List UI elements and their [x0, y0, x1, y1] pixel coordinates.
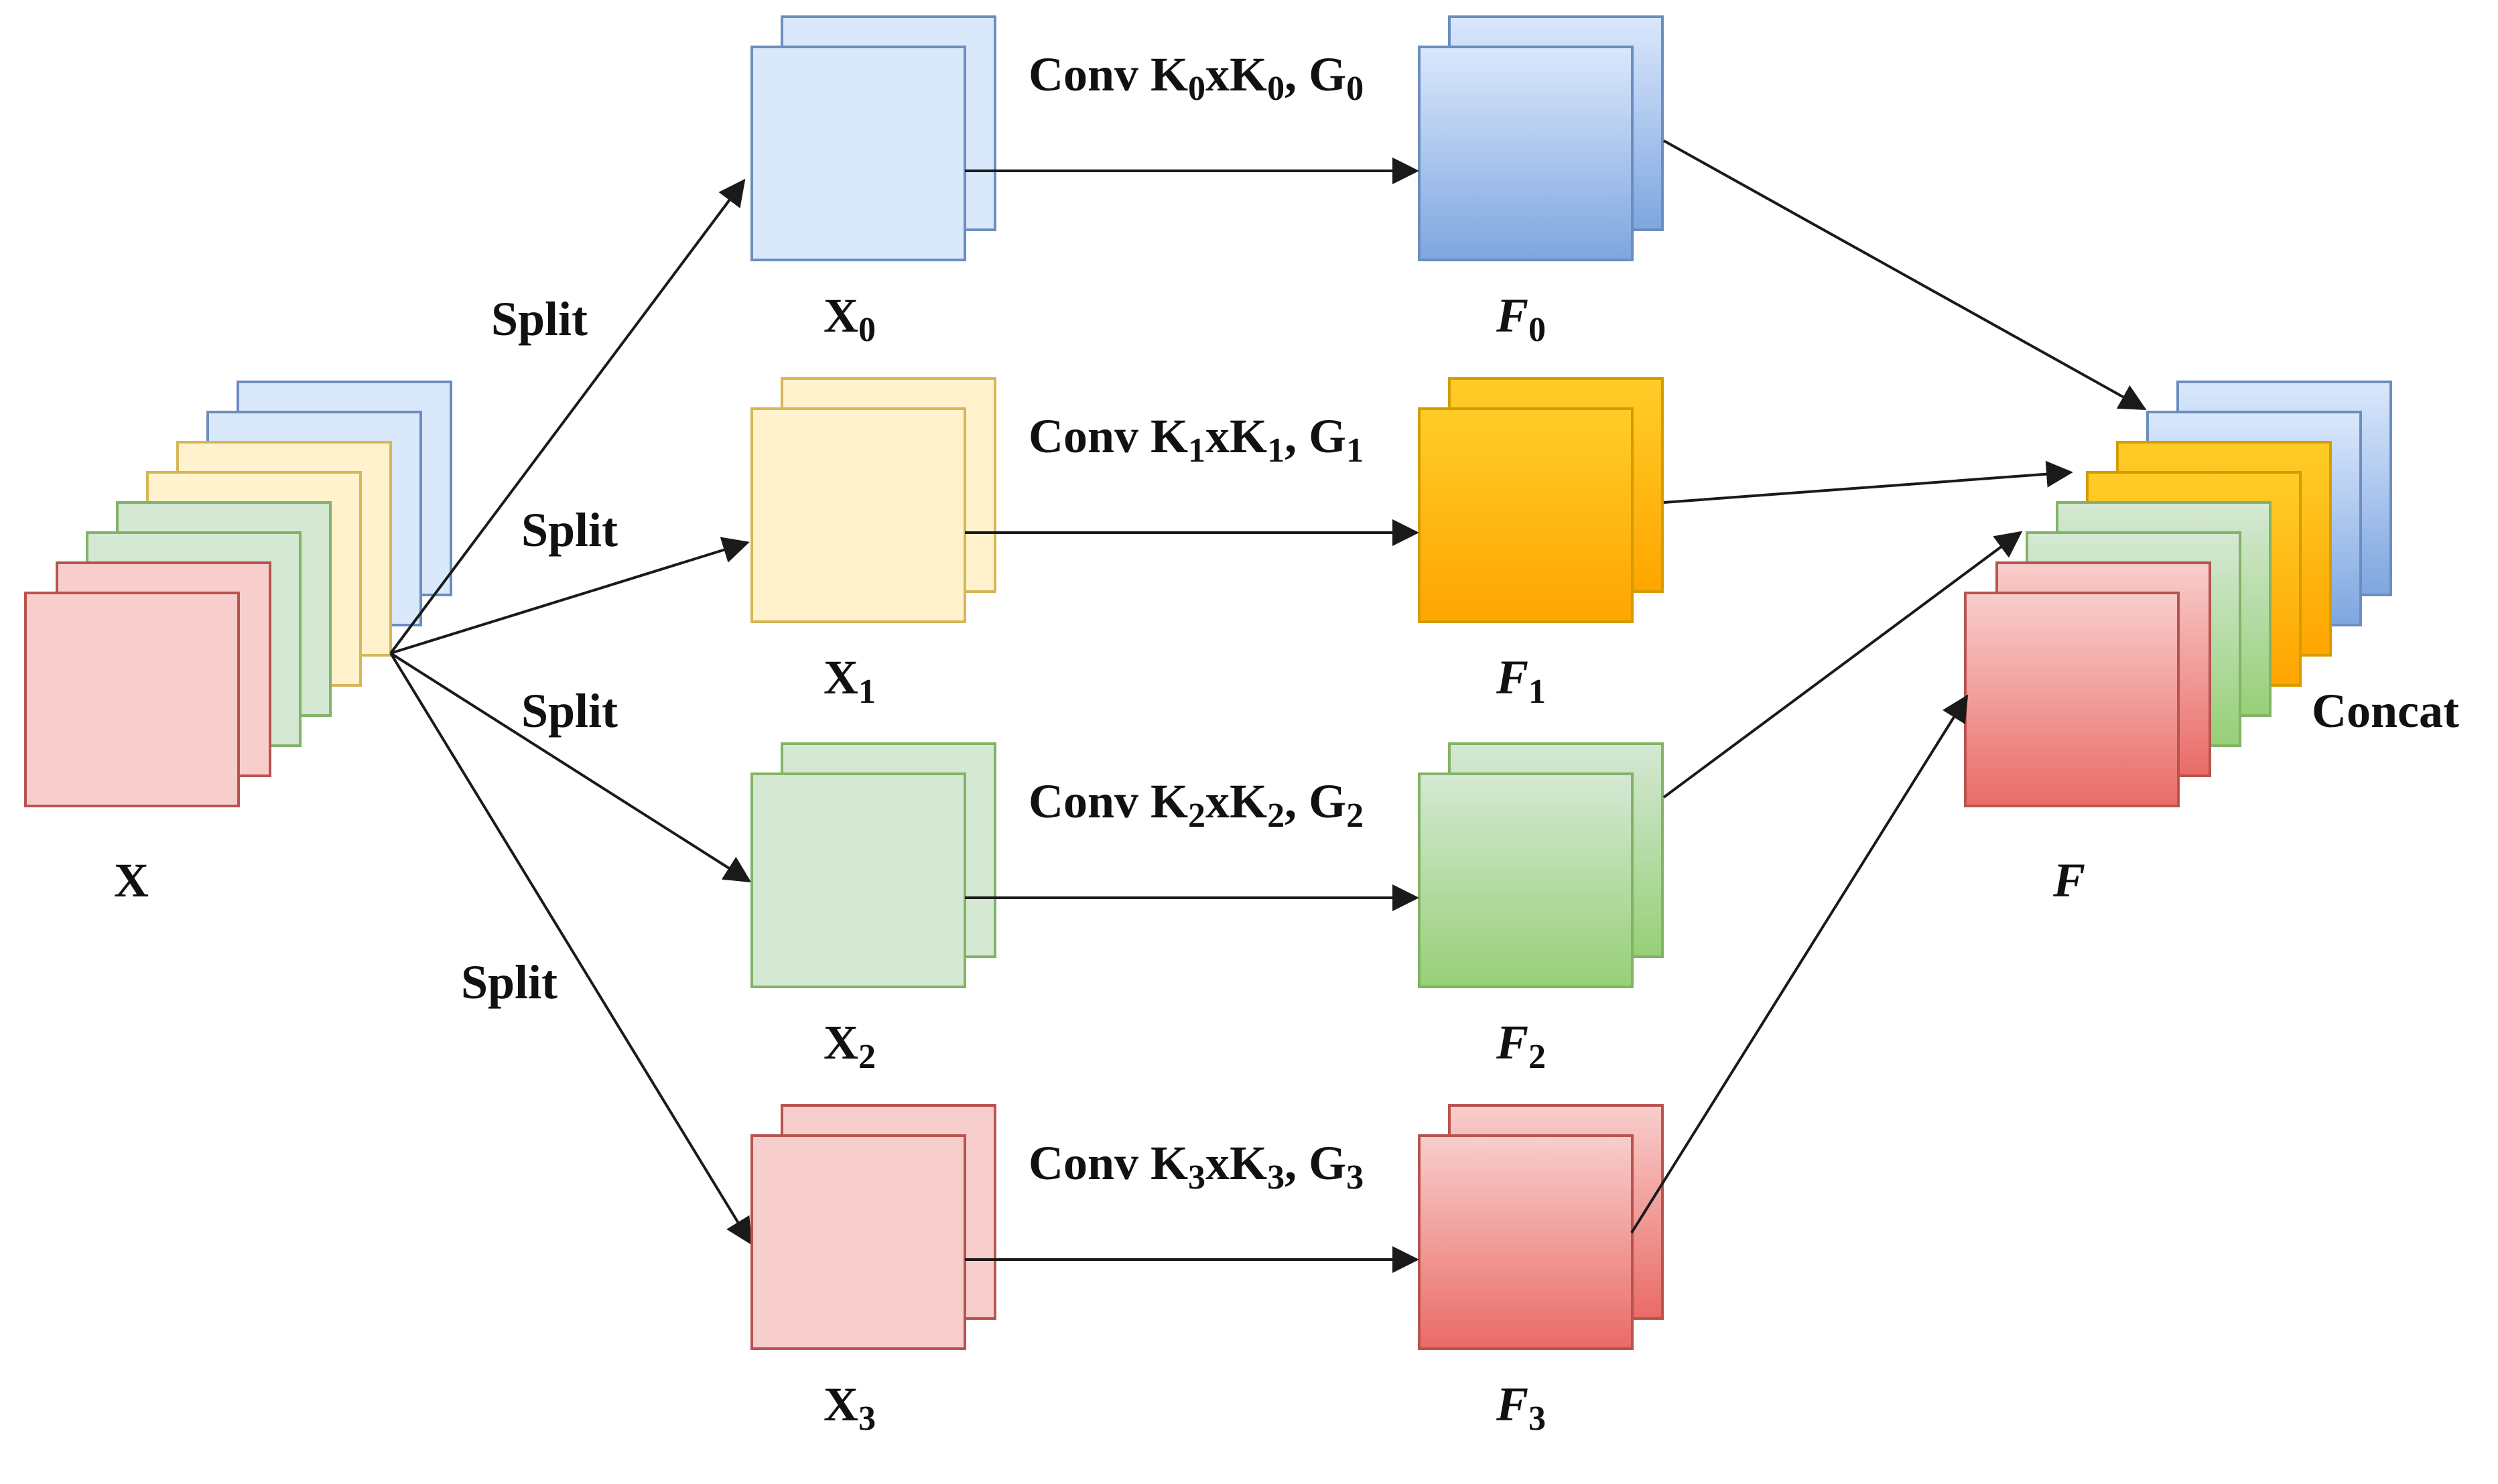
conv-text: xK	[1205, 774, 1267, 828]
feature-map-label-2: F2	[1496, 1016, 1546, 1076]
conv-text: Conv K	[1029, 1136, 1188, 1190]
split-label-3: Split	[461, 955, 557, 1009]
split-arrow-1	[390, 537, 750, 655]
feature-map-subscript: 3	[1528, 1400, 1546, 1438]
feature-map-3-front	[1418, 1134, 1634, 1350]
conv-g-subscript: 0	[1346, 70, 1364, 108]
conv-text: xK	[1205, 409, 1267, 463]
conv-label-3: Conv K3xK3, G3	[1029, 1136, 1364, 1197]
feature-map-label-1: F1	[1496, 651, 1546, 711]
input-label: X	[114, 854, 149, 907]
conv-k-subscript: 2	[1267, 797, 1285, 835]
concat-arrow-1	[1663, 460, 2073, 504]
conv-g-subscript: 3	[1346, 1158, 1364, 1197]
conv-label-2: Conv K2xK2, G2	[1029, 774, 1364, 835]
split-arrow-2	[389, 652, 752, 883]
split-tensor-prefix: X	[824, 289, 858, 342]
concat-label: Concat	[2312, 684, 2459, 738]
conv-k-subscript: 0	[1267, 70, 1285, 108]
feature-map-label-0: F0	[1496, 289, 1546, 349]
conv-text: xK	[1205, 48, 1267, 101]
conv-text: Conv K	[1029, 774, 1188, 828]
conv-k-subscript: 1	[1267, 431, 1285, 470]
conv-k-subscript: 1	[1188, 431, 1205, 470]
split-tensor-1-front	[750, 407, 966, 623]
split-tensor-subscript: 0	[858, 311, 876, 349]
split-tensor-2-front	[750, 772, 966, 988]
concat-arrow-2	[1662, 531, 2023, 799]
split-label-1: Split	[521, 503, 618, 557]
conv-text: Conv K	[1029, 409, 1188, 463]
feature-map-label-3: F3	[1496, 1377, 1546, 1438]
concat-arrow-3	[1630, 694, 1969, 1234]
feature-map-subscript: 2	[1528, 1038, 1546, 1076]
split-arrow-3	[389, 652, 752, 1245]
concat-arrow-0	[1663, 139, 2147, 410]
conv-k-subscript: 2	[1188, 797, 1205, 835]
conv-text: , G	[1285, 1136, 1346, 1190]
feature-map-prefix: F	[1496, 1377, 1528, 1431]
split-tensor-label-0: X0	[824, 289, 876, 349]
split-tensor-prefix: X	[824, 1016, 858, 1069]
split-tensor-subscript: 1	[858, 673, 876, 711]
conv-text: , G	[1285, 409, 1346, 463]
feature-map-prefix: F	[1496, 289, 1528, 342]
split-tensor-prefix: X	[824, 1377, 858, 1431]
conv-text: , G	[1285, 774, 1346, 828]
feature-map-2-front	[1418, 772, 1634, 988]
conv-k-subscript: 3	[1267, 1158, 1285, 1197]
split-arrow-0	[389, 178, 746, 655]
conv-k-subscript: 3	[1188, 1158, 1205, 1197]
split-tensor-prefix: X	[824, 651, 858, 704]
feature-map-subscript: 1	[1528, 673, 1546, 711]
feature-map-1-front	[1418, 407, 1634, 623]
feature-map-0-front	[1418, 46, 1634, 261]
feature-map-prefix: F	[1496, 1016, 1528, 1069]
split-label-0: Split	[491, 292, 588, 346]
input-tensor-stack	[24, 381, 452, 807]
conv-g-subscript: 1	[1346, 431, 1364, 470]
output-tensor-stack	[1964, 381, 2392, 807]
input-layer-red-front	[24, 592, 240, 807]
conv-k-subscript: 0	[1188, 70, 1205, 108]
split-label-2: Split	[521, 684, 618, 738]
split-tensor-label-3: X3	[824, 1377, 876, 1438]
split-tensor-label-1: X1	[824, 651, 876, 711]
conv-text: , G	[1285, 48, 1346, 101]
output-layer-red-front	[1964, 592, 2180, 807]
output-label: F	[2052, 854, 2085, 907]
split-tensor-label-2: X2	[824, 1016, 876, 1076]
split-tensor-subscript: 3	[858, 1400, 876, 1438]
split-tensor-3-front	[750, 1134, 966, 1350]
conv-label-0: Conv K0xK0, G0	[1029, 48, 1364, 108]
split-tensor-subscript: 2	[858, 1038, 876, 1076]
conv-label-1: Conv K1xK1, G1	[1029, 409, 1364, 470]
feature-map-subscript: 0	[1528, 311, 1546, 349]
conv-text: xK	[1205, 1136, 1267, 1190]
conv-text: Conv K	[1029, 48, 1188, 101]
split-tensor-0-front	[750, 46, 966, 261]
conv-g-subscript: 2	[1346, 797, 1364, 835]
feature-map-prefix: F	[1496, 651, 1528, 704]
